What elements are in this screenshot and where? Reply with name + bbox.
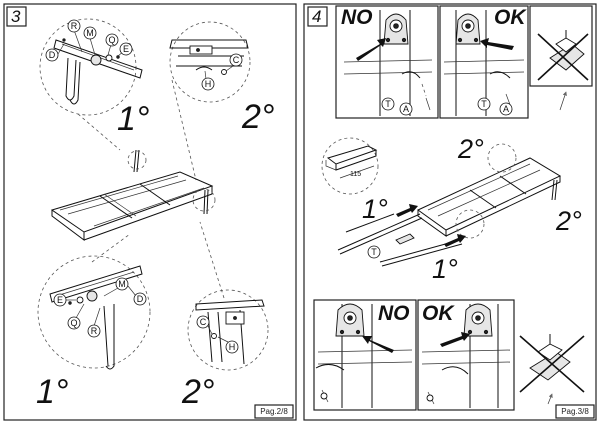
panel-ok-label: OK bbox=[494, 6, 527, 29]
left-page: 3 R M Q bbox=[3, 3, 297, 421]
panel-no-top: NO T A bbox=[335, 5, 439, 119]
order-first-b: 1° bbox=[432, 254, 458, 284]
dimension-label: 115 bbox=[350, 171, 361, 178]
page-number: Pag.2/8 bbox=[260, 407, 288, 416]
part-label-e-bottom: E bbox=[57, 295, 63, 305]
bottom-bracket-detail: C H bbox=[187, 289, 269, 371]
hardware-label-h-bottom: H bbox=[229, 342, 236, 352]
rail-label-t: T bbox=[371, 247, 377, 257]
part-label-m: M bbox=[86, 28, 94, 38]
crossed-tool-top bbox=[529, 5, 593, 111]
page-number: Pag.3/8 bbox=[561, 407, 589, 416]
part-label-m-bottom: M bbox=[118, 279, 126, 289]
right-page: 4 NO T A OK bbox=[303, 3, 597, 421]
panel-ok-bottom: OK bbox=[417, 299, 515, 411]
order-second-a: 2° bbox=[457, 134, 484, 164]
hardware-label-h: H bbox=[205, 79, 212, 89]
order-first-bottom: 1° bbox=[36, 373, 69, 411]
part-label-r: R bbox=[71, 21, 78, 31]
main-frame-assembly bbox=[50, 149, 216, 241]
top-leg-detail: R M Q D E bbox=[39, 18, 143, 116]
panel-no-label-bottom: NO bbox=[378, 302, 410, 325]
top-bracket-detail: C H bbox=[169, 21, 251, 103]
bottom-leg-detail: M E D Q R bbox=[37, 255, 151, 370]
part-label-t: T bbox=[385, 99, 391, 109]
main-frame-assembly-right: T bbox=[337, 143, 562, 267]
hardware-label-c: C bbox=[233, 55, 240, 65]
panel-ok-label-bottom: OK bbox=[422, 302, 455, 325]
leader-line bbox=[77, 113, 121, 151]
step-3-badge: 3 bbox=[6, 6, 27, 27]
part-label-q: Q bbox=[108, 35, 115, 45]
leader-line bbox=[199, 221, 225, 299]
leader-line bbox=[171, 79, 197, 181]
hardware-label-c-bottom: C bbox=[200, 317, 207, 327]
order-second-top: 2° bbox=[241, 98, 275, 136]
part-label-d-bottom: D bbox=[137, 294, 144, 304]
page-number-box: Pag.3/8 bbox=[555, 404, 595, 419]
panel-ok-top: OK T A bbox=[439, 5, 529, 119]
part-label-d: D bbox=[49, 50, 56, 60]
panel-no-label: NO bbox=[341, 6, 373, 29]
page-number-box: Pag.2/8 bbox=[254, 404, 294, 419]
part-label-q-bottom: Q bbox=[70, 318, 77, 328]
rail-detail: 115 bbox=[321, 137, 379, 195]
part-label-a-ok: A bbox=[503, 104, 509, 114]
left-page-frame bbox=[3, 3, 297, 421]
order-first-top: 1° bbox=[117, 100, 150, 138]
part-label-e: E bbox=[123, 44, 129, 54]
step-number: 3 bbox=[11, 7, 21, 26]
step-number: 4 bbox=[312, 7, 321, 26]
order-first-a: 1° bbox=[362, 194, 388, 224]
panel-no-bottom: NO bbox=[313, 299, 417, 411]
part-label-t-ok: T bbox=[481, 99, 487, 109]
order-second-bottom: 2° bbox=[181, 373, 215, 411]
step-4-badge: 4 bbox=[307, 6, 328, 27]
order-second-b: 2° bbox=[555, 206, 582, 236]
crossed-tool-bottom bbox=[519, 334, 585, 405]
right-page-frame bbox=[303, 3, 597, 421]
part-label-a: A bbox=[403, 104, 409, 114]
part-label-r-bottom: R bbox=[91, 326, 98, 336]
leader-line bbox=[91, 233, 131, 263]
